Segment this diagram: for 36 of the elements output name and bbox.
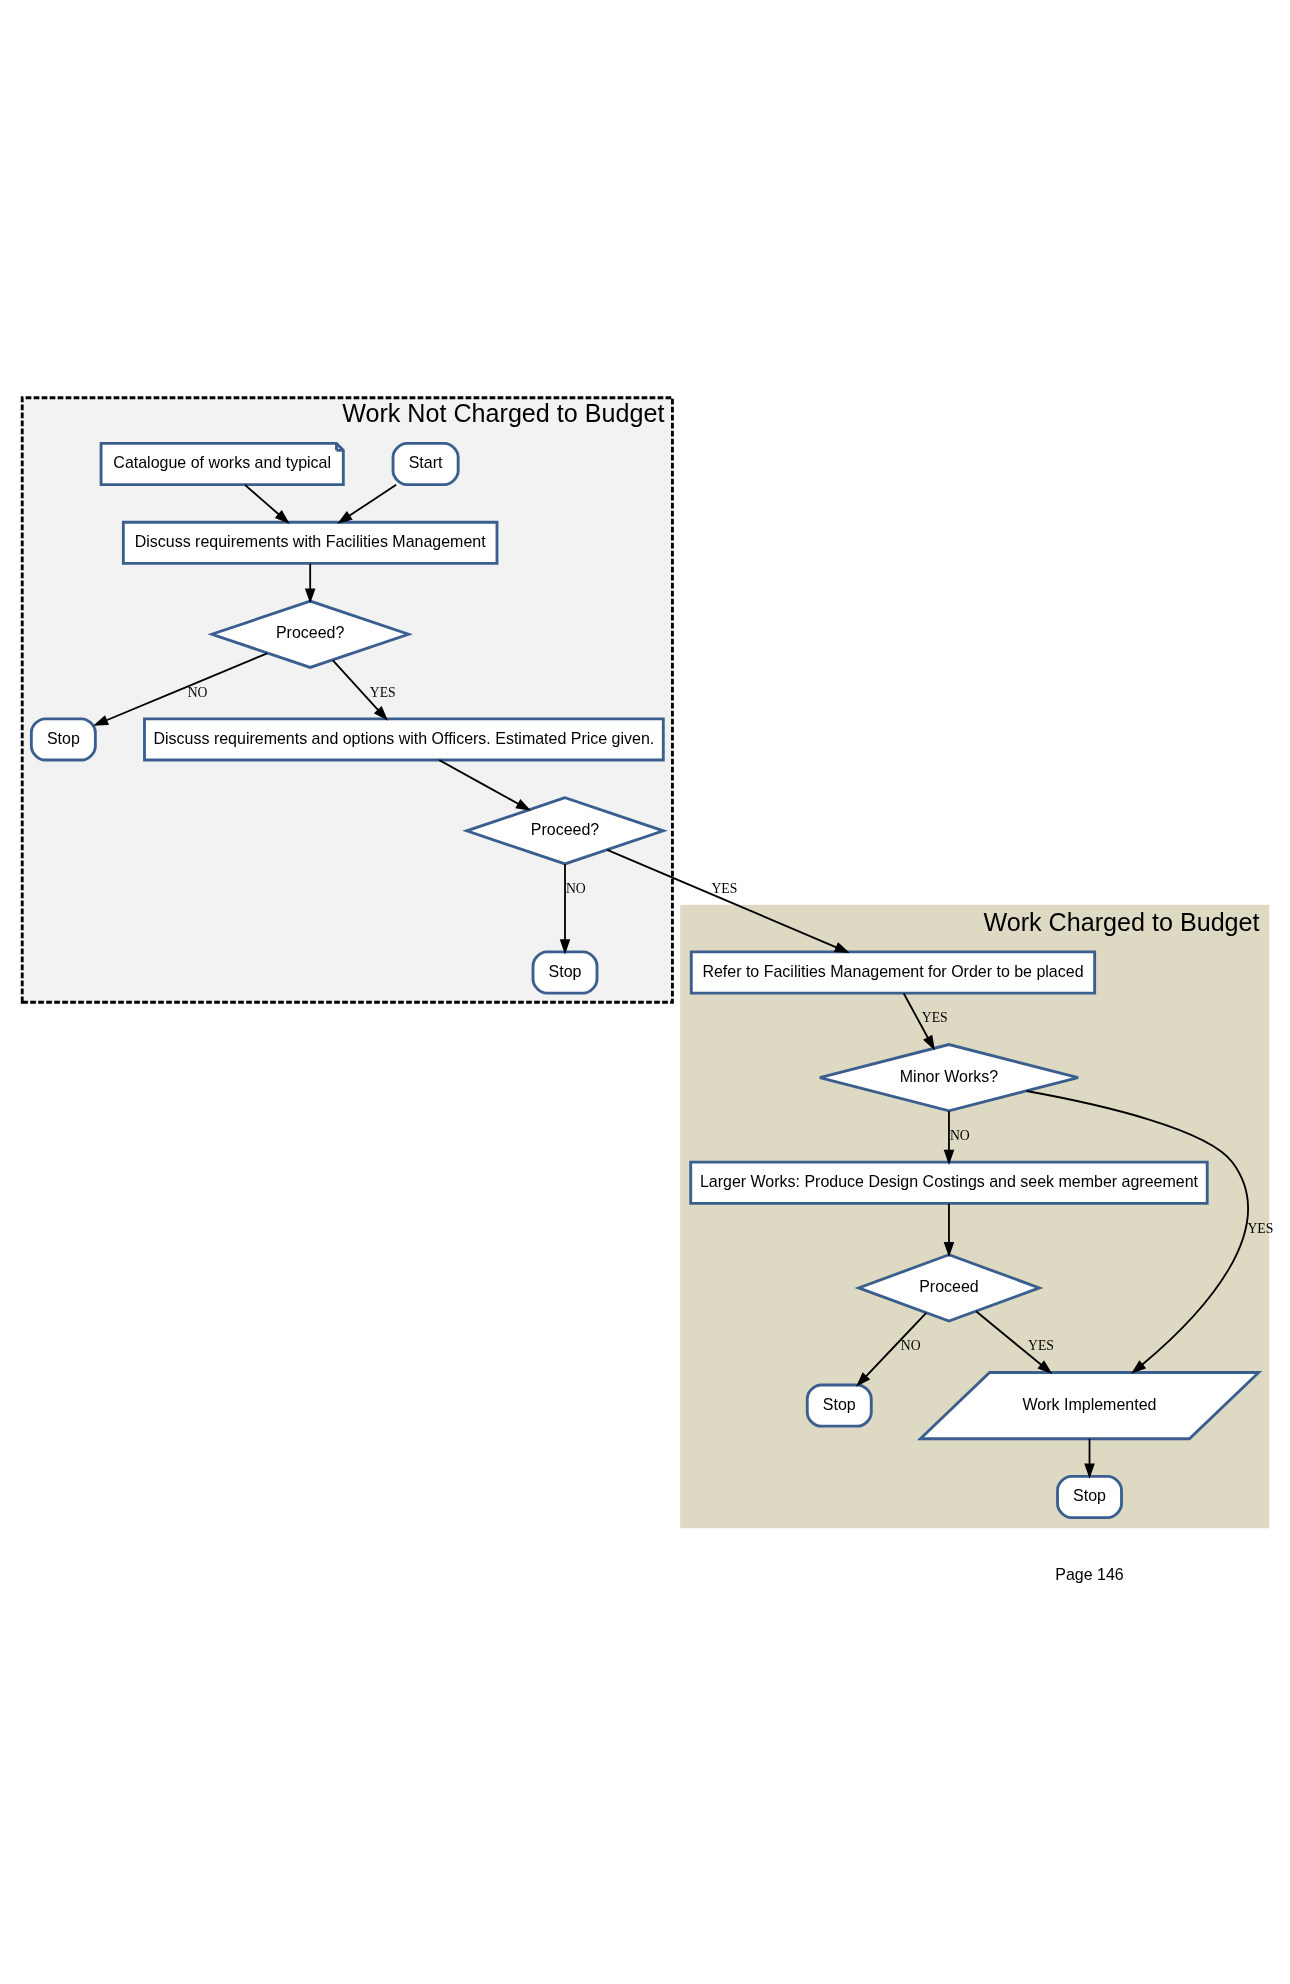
node-box: Larger Works: Produce Design Costings and seek member agreement [689, 1160, 1209, 1205]
arrow [606, 848, 850, 953]
arrow [943, 1109, 955, 1165]
arrow [93, 651, 269, 726]
arrow [304, 562, 316, 604]
edge-label: YES [921, 1009, 948, 1025]
arrow [559, 862, 571, 954]
edge-label: NO [187, 684, 208, 700]
arrow [1025, 1089, 1249, 1374]
arrow [975, 1309, 1053, 1374]
arrow [331, 658, 388, 721]
node-diamond: Proceed? [207, 599, 413, 669]
node-box: Start [391, 441, 460, 486]
arrow [337, 483, 398, 524]
node-diamond: Proceed [854, 1252, 1044, 1323]
node-box: Stop [1056, 1474, 1123, 1519]
node-box: Stop [29, 716, 97, 761]
node-box: Discuss requirements with Facilities Management [121, 520, 499, 565]
edge-label: YES [1028, 1337, 1054, 1353]
edge-label: YES [369, 684, 396, 700]
arrow [856, 1311, 928, 1387]
arrow [1084, 1437, 1095, 1479]
node-box: Refer to Facilities Management for Order to be placed [689, 950, 1097, 994]
edge-label: NO [949, 1127, 970, 1143]
node-box: Stop [805, 1383, 873, 1428]
arrow [902, 992, 935, 1051]
edge-label: NO [900, 1337, 921, 1353]
node-box: Discuss requirements and options with Officers. Estimated Price given. [143, 716, 665, 761]
arrow [243, 483, 290, 524]
arrow [943, 1202, 955, 1257]
node-diamond: Minor Works? [818, 1042, 1080, 1112]
edge-label: YES [711, 880, 738, 896]
edge-label: NO [565, 880, 586, 896]
arrow [438, 758, 532, 811]
node-box: Stop [531, 950, 599, 994]
label: Page 146 [1055, 1565, 1124, 1583]
